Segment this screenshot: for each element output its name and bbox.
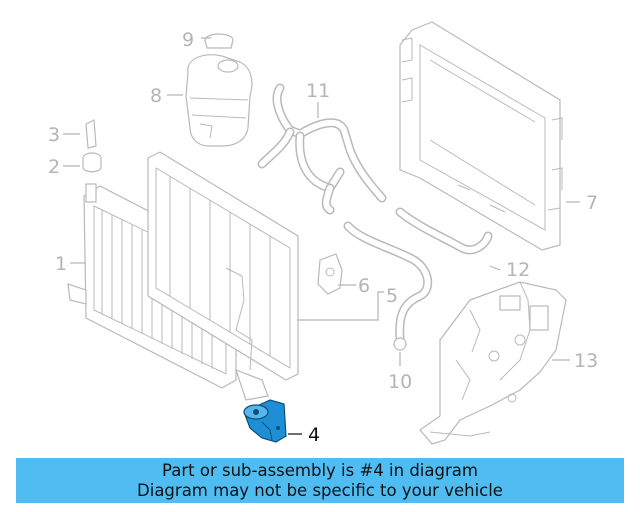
part-label-5: 5 <box>386 285 398 307</box>
part-label-10: 10 <box>388 371 412 393</box>
part-label-9: 9 <box>182 29 194 51</box>
radiator-frame-drawing <box>147 151 299 401</box>
parts-diagram: 9 8 3 2 1 11 7 12 6 5 10 13 4 <box>48 21 598 446</box>
part-label-11: 11 <box>306 80 330 102</box>
highlighted-part-4-drawing <box>243 399 287 443</box>
lower-hose-drawing <box>343 221 433 351</box>
part-label-6: 6 <box>358 275 370 297</box>
notice-banner: Part or sub-assembly is #4 in diagram Di… <box>16 458 624 503</box>
upper-hose-drawing <box>257 83 387 215</box>
coolant-reservoir-drawing <box>185 54 253 147</box>
mounting-bracket-assembly-drawing <box>419 281 567 445</box>
lower-right-hose-drawing <box>395 207 493 255</box>
banner-line-1: Part or sub-assembly is #4 in diagram <box>162 460 478 480</box>
part-labels: 9 8 3 2 1 11 7 12 6 5 10 13 4 <box>48 29 598 446</box>
part-label-1: 1 <box>55 253 67 275</box>
part-label-2: 2 <box>48 156 60 178</box>
grommet-drawing <box>82 152 102 173</box>
part-label-8: 8 <box>150 85 162 107</box>
bleed-screw-drawing <box>85 119 97 149</box>
part-label-13: 13 <box>574 350 598 372</box>
banner-line-2: Diagram may not be specific to your vehi… <box>137 480 503 500</box>
radiator-support-frame-drawing <box>399 21 563 251</box>
part-label-12: 12 <box>506 259 530 281</box>
hose-bracket-drawing <box>317 253 343 295</box>
part-label-3: 3 <box>48 124 60 146</box>
reservoir-cap-drawing <box>204 33 234 49</box>
leader-lines <box>63 37 580 435</box>
part-label-4: 4 <box>308 424 320 446</box>
part-label-7: 7 <box>586 192 598 214</box>
